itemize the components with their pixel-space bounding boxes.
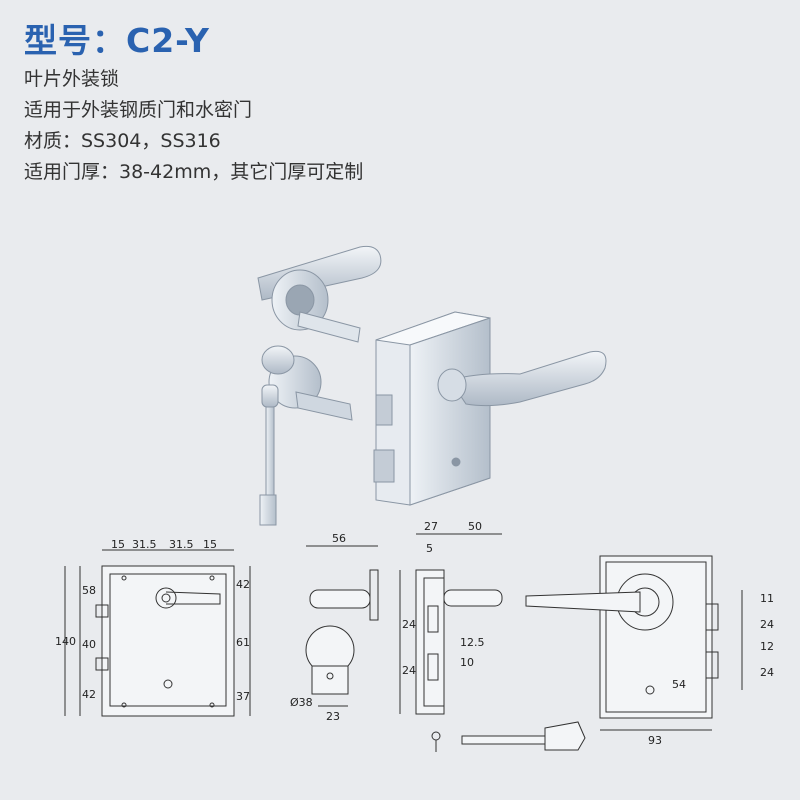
lock-3d-render (257, 245, 607, 526)
dim-handle-bottom: 23 (326, 710, 340, 723)
spec-list: 叶片外装锁 适用于外装钢质门和水密门 材质：SS304，SS316 适用门厚：3… (24, 64, 363, 188)
dim-side-mid-b: 10 (460, 656, 474, 669)
page-title: 型号：C2-Y (24, 21, 210, 60)
dim-front-top-3: 31.5 (169, 538, 194, 551)
dead-bolt-icon (373, 449, 395, 483)
spec-application: 适用于外装钢质门和水密门 (24, 99, 253, 121)
keyhole-icon (451, 457, 461, 467)
dim-back-inner: 54 (672, 678, 686, 691)
dim-front-left-1: 58 (82, 584, 96, 597)
dim-back-right-3: 12 (760, 640, 774, 653)
dim-front-top-4: 15 (203, 538, 217, 551)
dim-back-right-1: 11 (760, 592, 774, 605)
dim-back-right-4: 24 (760, 666, 774, 679)
dim-back-right-2: 24 (760, 618, 774, 631)
dimension-labels: 15 31.5 31.5 15 58 40 42 140 42 61 37 56… (55, 520, 774, 747)
dim-front-top-1: 15 (111, 538, 125, 551)
dim-side-top-2: 50 (468, 520, 482, 533)
side-view-drawing (399, 533, 503, 715)
dim-handle-length: 56 (332, 532, 346, 545)
key-icon (261, 384, 279, 408)
dim-front-right-1: 42 (236, 578, 250, 591)
dim-side-small: 5 (426, 542, 433, 555)
dim-side-top-1: 27 (424, 520, 438, 533)
front-handle-icon (449, 350, 607, 407)
dim-side-left-b: 24 (402, 664, 416, 677)
key-shaft-icon (295, 391, 353, 421)
handle-view-drawing (305, 545, 379, 707)
back-view-drawing (525, 555, 743, 731)
dim-front-left-2: 40 (82, 638, 96, 651)
key-drawing (431, 721, 586, 752)
dim-front-right-2: 61 (236, 636, 250, 649)
front-view-drawing (64, 549, 251, 717)
technical-drawings (64, 533, 743, 752)
dim-front-overall: 140 (55, 635, 76, 648)
spec-type: 叶片外装锁 (24, 68, 120, 90)
dim-back-width: 93 (648, 734, 662, 747)
spindle-icon (297, 311, 361, 343)
dim-front-left-3: 42 (82, 688, 96, 701)
dim-front-top-2: 31.5 (132, 538, 157, 551)
dim-side-left-a: 24 (402, 618, 416, 631)
dim-front-right-3: 37 (236, 690, 250, 703)
dim-handle-diameter: Ø38 (290, 696, 313, 709)
spec-material: 材质：SS304，SS316 (24, 130, 221, 152)
latch-bolt-icon (375, 394, 393, 426)
dim-side-mid-a: 12.5 (460, 636, 485, 649)
spec-door-thickness: 适用门厚：38-42mm，其它门厚可定制 (24, 161, 364, 183)
